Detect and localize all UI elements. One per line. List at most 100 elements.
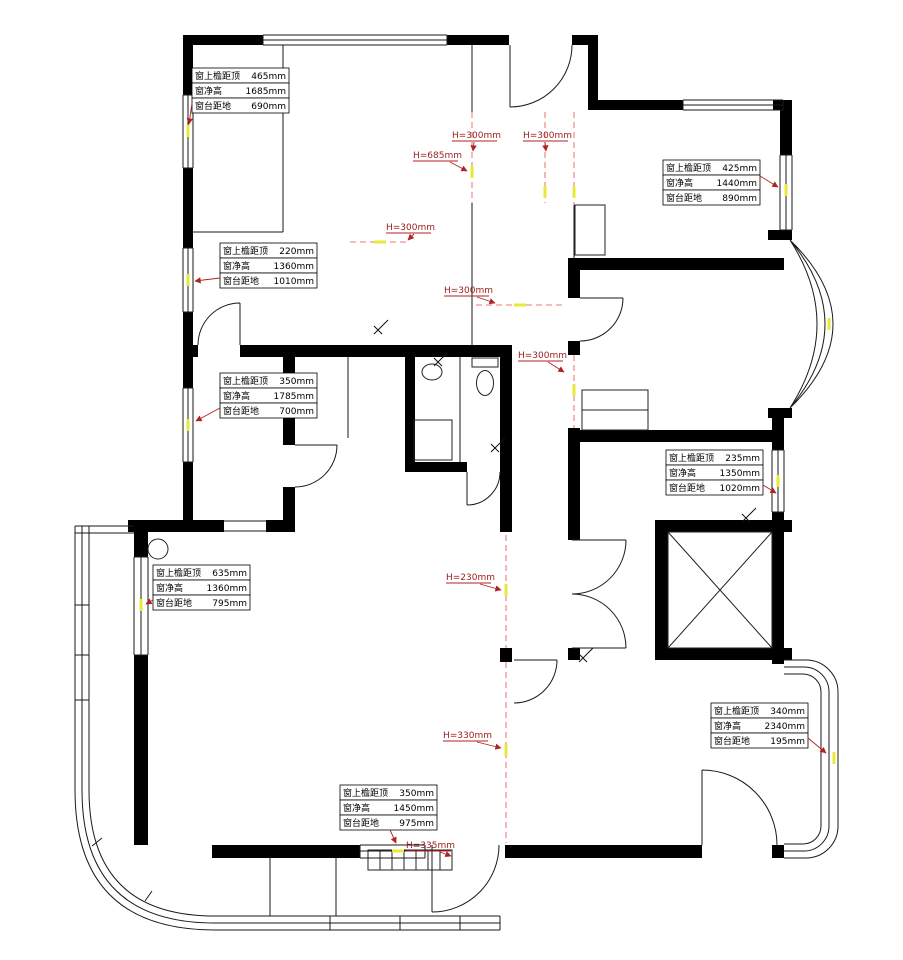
height-label-text: H=335mm <box>406 841 455 851</box>
svg-text:195mm: 195mm <box>770 737 805 747</box>
svg-text:窗台距地: 窗台距地 <box>223 405 259 417</box>
door-bedroom2 <box>579 297 624 342</box>
svg-text:1020mm: 1020mm <box>720 484 760 494</box>
elevator-shaft <box>667 531 773 649</box>
door-bedroom1 <box>197 302 241 346</box>
svg-text:1440mm: 1440mm <box>717 179 757 189</box>
window-annotation-bedroom1-lower: 窗上檐距顶 220mm 窗净高 1360mm 窗台距地 1010mm <box>194 242 318 289</box>
height-label-text: H=300mm <box>452 131 501 141</box>
window-top <box>262 34 448 46</box>
bay-window-right-lower <box>784 659 839 859</box>
height-labels: H=300mm H=300mm H=685mm H=300mm H=300mm … <box>386 131 572 858</box>
door-entry-top <box>509 44 573 108</box>
svg-text:窗台距地: 窗台距地 <box>343 817 379 829</box>
height-label-4: H=300mm <box>386 223 435 241</box>
svg-text:350mm: 350mm <box>279 377 314 387</box>
svg-text:窗净高: 窗净高 <box>669 467 696 479</box>
svg-text:窗上檐距顶: 窗上檐距顶 <box>669 452 714 464</box>
doors <box>197 44 778 913</box>
door-bedroom3 <box>294 444 338 488</box>
svg-text:窗上檐距顶: 窗上檐距顶 <box>223 245 268 257</box>
interior-partitions <box>193 45 575 532</box>
balcony-bottom-band <box>215 858 501 931</box>
svg-text:窗台距地: 窗台距地 <box>223 275 259 287</box>
height-label-5: H=300mm <box>444 286 496 305</box>
svg-text:窗净高: 窗净高 <box>343 802 370 814</box>
survey-marks <box>373 319 757 663</box>
svg-text:340mm: 340mm <box>770 707 805 717</box>
svg-text:635mm: 635mm <box>212 569 247 579</box>
svg-text:220mm: 220mm <box>279 247 314 257</box>
svg-text:窗上檐距顶: 窗上檐距顶 <box>156 567 201 579</box>
height-label-2: H=300mm <box>523 131 572 152</box>
svg-text:窗净高: 窗净高 <box>714 720 741 732</box>
toilet <box>471 357 499 396</box>
window-kitchen-top <box>682 99 784 111</box>
svg-text:窗上檐距顶: 窗上檐距顶 <box>343 787 388 799</box>
height-label-text: H=300mm <box>523 131 572 141</box>
door-double-entry <box>571 539 627 649</box>
height-label-text: H=300mm <box>386 223 435 233</box>
height-label-text: H=685mm <box>413 151 462 161</box>
column <box>147 538 169 560</box>
height-label-text: H=300mm <box>518 351 567 361</box>
svg-text:1350mm: 1350mm <box>720 469 760 479</box>
bay-windows <box>74 239 839 931</box>
svg-text:窗净高: 窗净高 <box>223 260 250 272</box>
bay-window-right-upper <box>789 239 834 409</box>
fixtures <box>147 204 773 871</box>
window-annotation-bedroom1-left: 窗上檐距顶 465mm 窗净高 1685mm 窗台距地 690mm <box>186 67 290 125</box>
balcony-left-bay <box>74 525 134 790</box>
svg-text:1685mm: 1685mm <box>246 87 286 97</box>
svg-text:1785mm: 1785mm <box>274 392 314 402</box>
door-living-bottom <box>431 844 500 913</box>
window-annotation-living-left: 窗上檐距顶 635mm 窗净高 1360mm 窗台距地 795mm <box>145 564 251 611</box>
svg-text:窗净高: 窗净高 <box>666 177 693 189</box>
svg-text:窗台距地: 窗台距地 <box>714 735 750 747</box>
svg-text:890mm: 890mm <box>722 194 757 204</box>
svg-text:窗净高: 窗净高 <box>195 85 222 97</box>
door-balcony-se <box>701 769 778 846</box>
highlight-ticks <box>139 125 836 853</box>
height-label-text: H=330mm <box>443 731 492 741</box>
svg-text:690mm: 690mm <box>251 102 286 112</box>
svg-text:窗台距地: 窗台距地 <box>669 482 705 494</box>
window-annotation-dining-bay: 窗上檐距顶 340mm 窗净高 2340mm 窗台距地 195mm <box>710 702 827 754</box>
svg-text:1450mm: 1450mm <box>394 804 434 814</box>
kitchen-counter <box>574 204 606 256</box>
svg-text:窗台距地: 窗台距地 <box>156 597 192 609</box>
wardrobe <box>581 389 649 431</box>
svg-text:窗净高: 窗净高 <box>223 390 250 402</box>
opening-casing <box>224 520 266 532</box>
svg-text:2340mm: 2340mm <box>765 722 805 732</box>
window-annotation-bedroom3-left: 窗上檐距顶 350mm 窗净高 1785mm 窗台距地 700mm <box>195 372 318 422</box>
height-label-3: H=685mm <box>413 151 468 172</box>
sink <box>421 363 443 381</box>
svg-text:窗台距地: 窗台距地 <box>666 192 702 204</box>
svg-text:1360mm: 1360mm <box>207 584 247 594</box>
svg-text:975mm: 975mm <box>399 819 434 829</box>
window-annotation-lobby-right: 窗上檐距顶 235mm 窗净高 1350mm 窗台距地 1020mm <box>665 449 777 496</box>
height-label-text: H=300mm <box>444 286 493 296</box>
svg-text:700mm: 700mm <box>279 407 314 417</box>
svg-text:465mm: 465mm <box>251 72 286 82</box>
height-label-9: H=335mm <box>406 841 455 858</box>
door-bathroom <box>466 471 501 506</box>
svg-text:1360mm: 1360mm <box>274 262 314 272</box>
svg-text:350mm: 350mm <box>399 789 434 799</box>
stairs-threshold <box>367 849 453 871</box>
svg-text:窗台距地: 窗台距地 <box>195 100 231 112</box>
shower <box>413 419 453 461</box>
svg-text:窗上檐距顶: 窗上檐距顶 <box>714 705 759 717</box>
height-label-8: H=330mm <box>443 731 502 750</box>
height-label-7: H=230mm <box>446 573 502 592</box>
window-annotation-kitchen-right: 窗上檐距顶 425mm 窗净高 1440mm 窗台距地 890mm <box>662 159 779 206</box>
window-annotation-living-bottom: 窗上檐距顶 350mm 窗净高 1450mm 窗台距地 975mm <box>339 784 438 844</box>
walls <box>128 35 792 858</box>
svg-text:235mm: 235mm <box>725 454 760 464</box>
balcony-left-curve <box>74 789 216 931</box>
svg-text:窗上檐距顶: 窗上檐距顶 <box>223 375 268 387</box>
svg-text:窗净高: 窗净高 <box>156 582 183 594</box>
